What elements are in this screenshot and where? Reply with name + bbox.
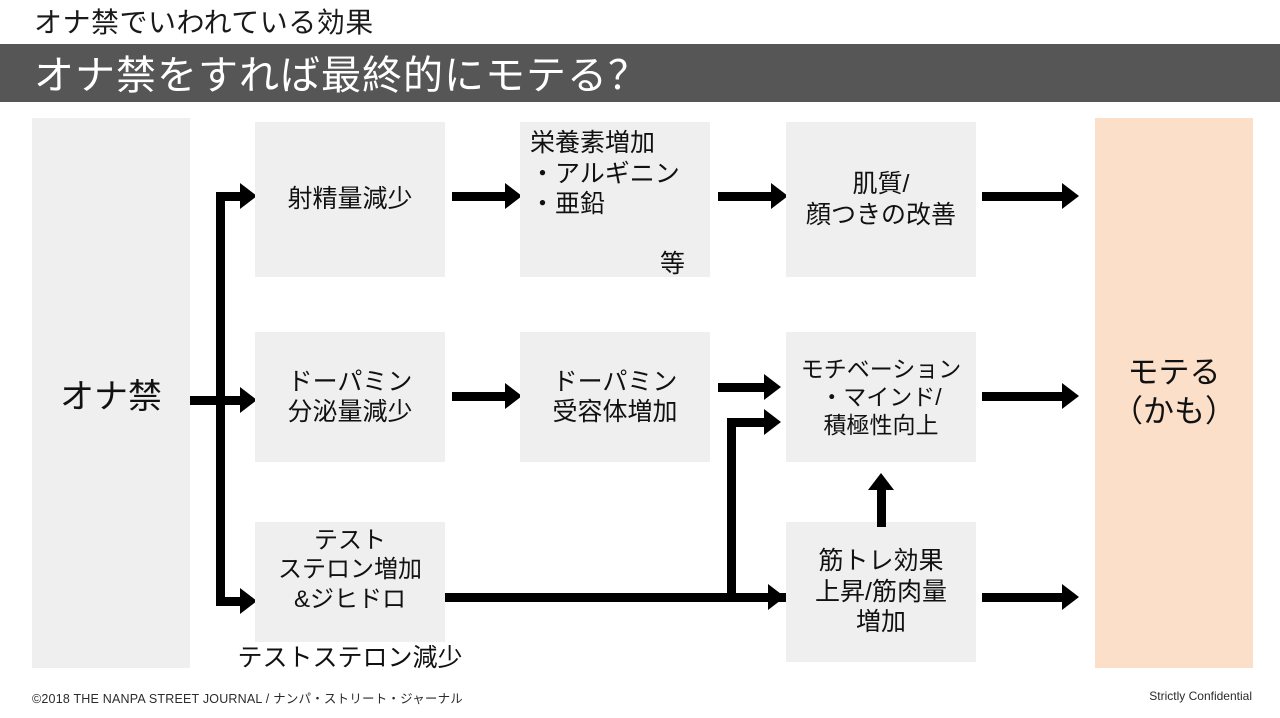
- node-nutrients: 栄養素増加 ・アルギニン ・亜鉛: [520, 122, 710, 277]
- arrowhead-to-skin: [771, 183, 788, 209]
- edge-source-to-dopamine: [216, 396, 242, 405]
- node-dopamine-down: ドーパミン 分泌量減少: [255, 332, 445, 462]
- node-outcome-label: モテる （かも）: [1112, 355, 1236, 429]
- node-dopamine-down-label: ドーパミン 分泌量減少: [287, 367, 413, 427]
- edge-source-to-ejaculation: [216, 192, 242, 201]
- node-skin-label: 肌質/ 顔つきの改善: [805, 170, 956, 229]
- node-muscle-label: 筋トレ効果 上昇/筋肉量 増加: [815, 547, 947, 637]
- edge-muscle-to-outcome: [982, 593, 1064, 602]
- edge-skin-to-outcome: [982, 192, 1064, 201]
- node-testosterone: テスト ステロン増加 &ジヒドロ: [255, 522, 445, 642]
- slide-kicker: オナ禁でいわれている効果: [34, 7, 374, 38]
- node-receptor-up-label: ドーパミン 受容体増加: [552, 367, 678, 427]
- arrowhead-muscle-to-outcome: [1062, 584, 1079, 610]
- edge-dopamine-to-receptor: [452, 392, 507, 401]
- slide-title: オナ禁をすれば最終的にモテる？: [34, 53, 649, 98]
- node-receptor-up: ドーパミン 受容体増加: [520, 332, 710, 462]
- edge-testosterone-trunk: [445, 593, 786, 602]
- edge-testosterone-riser: [727, 418, 736, 598]
- node-ejaculation: 射精量減少: [255, 122, 445, 277]
- arrowhead-muscle-to-motivation: [868, 473, 894, 490]
- arrowhead-to-dopamine: [240, 387, 257, 413]
- footer-confidential: Strictly Confidential: [1149, 689, 1252, 703]
- edge-motivation-to-outcome: [982, 392, 1064, 401]
- node-testosterone-label: テスト ステロン増加 &ジヒドロ: [278, 527, 422, 613]
- node-source-label: オナ禁: [60, 377, 162, 416]
- node-ejaculation-label: 射精量減少: [287, 185, 413, 214]
- node-source: オナ禁: [32, 118, 190, 668]
- edge-riser-to-motivation: [727, 418, 766, 427]
- arrowhead-to-ejaculation: [240, 183, 257, 209]
- edge-ejaculation-to-nutrients: [452, 192, 507, 201]
- node-nutrients-label: 栄養素増加 ・アルギニン ・亜鉛: [530, 129, 680, 218]
- edge-receptor-to-motivation: [718, 383, 766, 392]
- arrowhead-to-nutrients: [505, 183, 522, 209]
- node-skin: 肌質/ 顔つきの改善: [786, 122, 976, 277]
- edge-muscle-to-motivation: [877, 487, 886, 527]
- footer-copyright: ©2018 THE NANPA STREET JOURNAL / ナンパ・ストリ…: [32, 692, 463, 706]
- arrowhead-riser-to-motivation: [764, 409, 781, 435]
- arrowhead-testosterone-to-muscle: [768, 584, 785, 610]
- edge-nutrients-to-skin: [718, 192, 773, 201]
- node-outcome: モテる （かも）: [1095, 118, 1253, 668]
- title-bar: オナ禁をすれば最終的にモテる？: [0, 44, 1280, 102]
- node-motivation-label: モチベーション ・マインド/ 積極性向上: [800, 355, 962, 439]
- edge-source-to-testosterone: [216, 597, 242, 606]
- arrowhead-to-receptor: [505, 383, 522, 409]
- arrowhead-skin-to-outcome: [1062, 183, 1079, 209]
- node-muscle: 筋トレ効果 上昇/筋肉量 増加: [786, 522, 976, 662]
- edge-source-stub: [190, 396, 224, 405]
- node-testosterone-overflow: テストステロン減少: [237, 644, 463, 672]
- arrowhead-motivation-to-outcome: [1062, 383, 1079, 409]
- node-nutrients-note: 等: [660, 250, 686, 278]
- node-motivation: モチベーション ・マインド/ 積極性向上: [786, 332, 976, 462]
- arrowhead-to-testosterone: [240, 588, 257, 614]
- arrowhead-receptor-to-motivation: [764, 374, 781, 400]
